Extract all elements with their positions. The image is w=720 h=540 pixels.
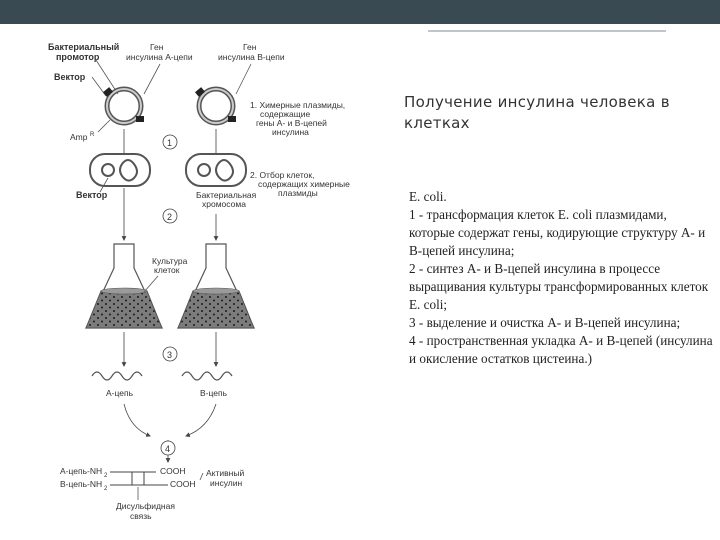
promoter-label: промотор (56, 52, 100, 62)
culture-label: Культура (152, 256, 188, 266)
disulfide-label: связь (130, 511, 152, 521)
cooh-label: COOH (160, 466, 186, 476)
step-number-1: 1 (167, 138, 172, 148)
slide-title: Получение инсулина человека в клетках (404, 93, 670, 132)
plasmid-b (195, 86, 236, 126)
culture-flask-a (85, 243, 163, 329)
amp-sup: R (90, 132, 95, 138)
final-a-chain: А-цепь-NH (60, 466, 102, 476)
chain-a-label: А-цепь (106, 388, 134, 398)
body-line: E. coli. (409, 189, 447, 204)
final-b-chain: В-цепь-NH (60, 479, 102, 489)
chain-b-wave (181, 371, 233, 381)
body-line: 1 - трансформация клеток E. coli плазмид… (409, 207, 706, 258)
chromosome-label: Бактериальная (196, 190, 257, 200)
step2-label: 2. Отбор клеток, (250, 170, 314, 180)
gene-b-label: инсулина В-цепи (218, 52, 285, 62)
step1-label: 1. Химерные плазмиды, (250, 100, 345, 110)
final-b-sub: 2 (104, 486, 108, 492)
promoter-label: Бактериальный (48, 42, 119, 52)
bacterial-cell-a (89, 153, 151, 187)
step2-label: плазмиды (278, 188, 318, 198)
final-a-sub: 2 (104, 473, 108, 479)
header-accent-line (428, 30, 666, 32)
slide-body: E. coli. 1 - трансформация клеток E. col… (409, 188, 714, 368)
body-line: 4 - пространственная укладка A- и B-цепе… (409, 333, 713, 366)
bacterial-cell-b (185, 153, 247, 187)
chromosome-label: хромосома (202, 199, 246, 209)
gene-b-label: Ген (243, 42, 257, 52)
culture-label: клеток (154, 265, 180, 275)
step-number-2: 2 (167, 212, 172, 222)
step-number-4: 4 (165, 444, 170, 454)
step-number-3: 3 (167, 350, 172, 360)
step1-label: содержащие (260, 109, 310, 119)
disulfide-label: Дисульфидная (116, 501, 175, 511)
gene-a-label: инсулина А-цепи (126, 52, 193, 62)
culture-flask-b (177, 243, 255, 329)
step1-label: гены А- и В-цепей (256, 118, 327, 128)
active-insulin-label: Активный (206, 468, 244, 478)
vector-label: Вектор (54, 72, 86, 82)
insulin-production-diagram: Бактериальный промотор Ген инсулина А-це… (48, 42, 350, 521)
body-line: 2 - синтез A- и B-цепей инсулина в проце… (409, 261, 709, 312)
body-line: 3 - выделение и очистка A- и B-цепей инс… (409, 315, 681, 330)
plasmid-a (103, 86, 144, 126)
step2-label: содержащих химерные (258, 179, 350, 189)
slide-header-stripe (0, 24, 720, 36)
chain-b-label: В-цепь (200, 388, 228, 398)
amp-label: Amp (70, 132, 88, 142)
active-insulin-label: инсулин (210, 478, 242, 488)
chain-a-wave (91, 371, 143, 381)
cooh-label: COOH (170, 479, 196, 489)
step1-label: инсулина (272, 127, 309, 137)
gene-a-label: Ген (150, 42, 164, 52)
vector-label-2: Вектор (76, 190, 108, 200)
slide-header-bar (0, 0, 720, 24)
